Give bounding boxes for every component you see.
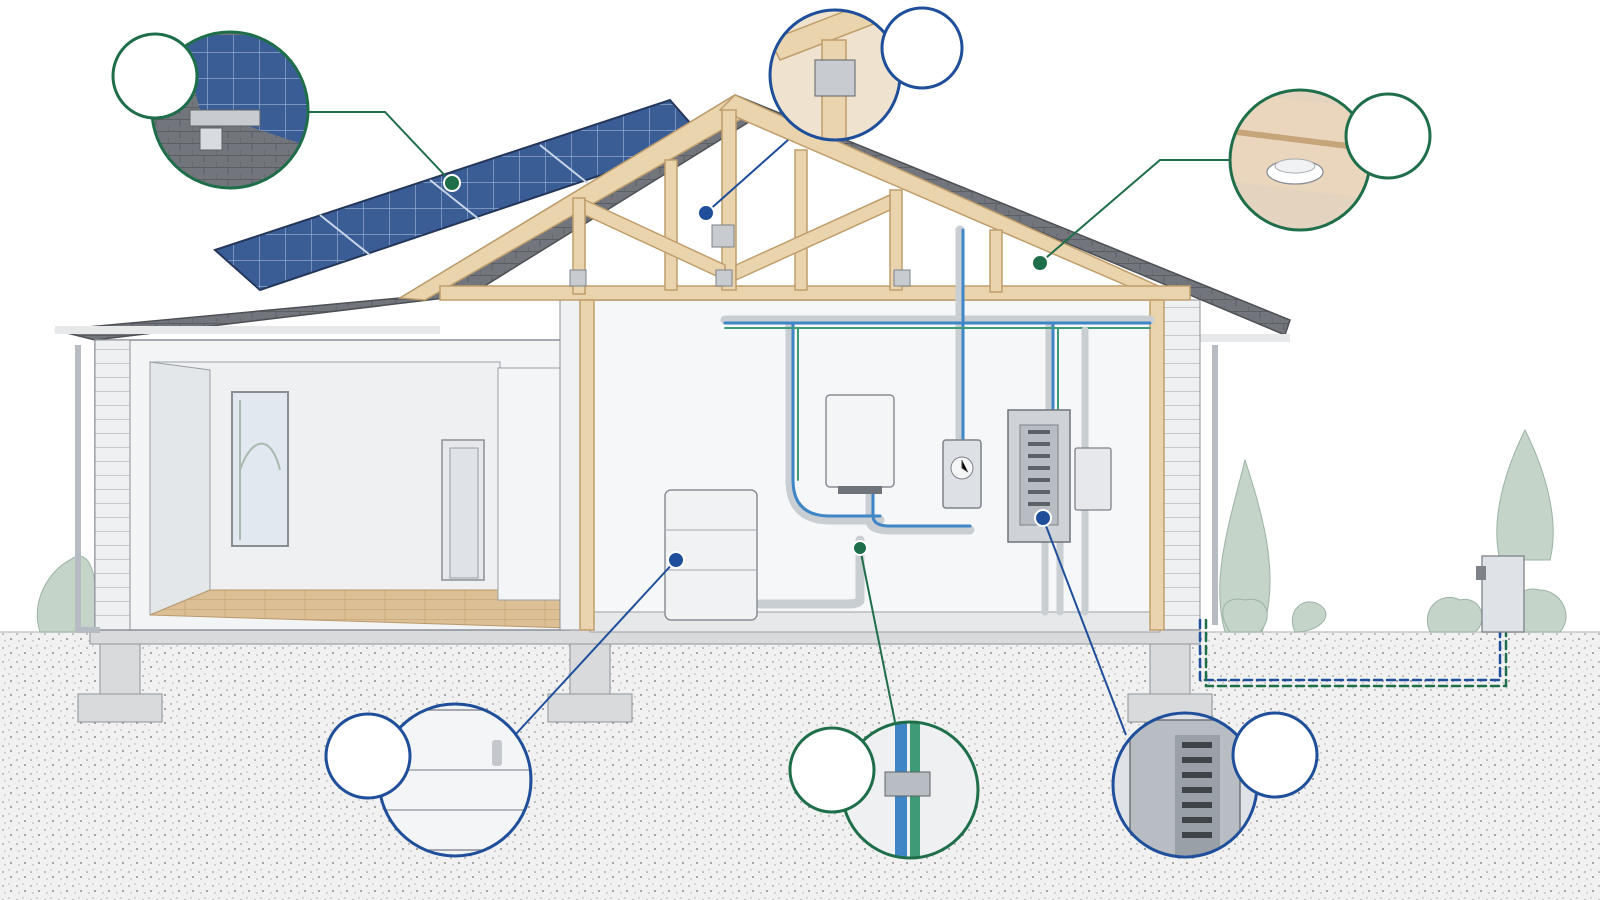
- callout-badge-panel: [1231, 711, 1319, 799]
- battery-storage: [664, 489, 758, 621]
- callout-smoke-detector-detail: [1228, 88, 1432, 232]
- callout-conduit-strap-detail: [788, 720, 980, 860]
- attic-trusses: [397, 94, 1191, 631]
- callout-badge-smoke: [1344, 92, 1432, 180]
- anchor-conduit: [852, 540, 868, 556]
- shrubs: [36, 428, 1567, 633]
- callout-leaders: [307, 111, 1231, 736]
- callout-anchors: [443, 174, 1052, 569]
- inverter: [825, 394, 895, 494]
- callout-badge-conduit: [788, 726, 876, 814]
- truss-gusset-plates: [569, 224, 911, 287]
- anchor-battery: [667, 551, 685, 569]
- callout-truss-connector-detail: [768, 6, 964, 142]
- electric-meter: [942, 439, 982, 509]
- solar-array: [213, 98, 707, 292]
- callout-badge-battery: [324, 712, 412, 800]
- anchor-truss: [697, 204, 715, 222]
- callout-breaker-panel-detail: [1111, 711, 1319, 859]
- breaker-panel: [1007, 409, 1071, 543]
- exterior-disconnect: [1476, 555, 1525, 633]
- callout-solar-mount-detail: [111, 30, 310, 190]
- sub-panel: [1074, 447, 1112, 511]
- anchor-solar: [443, 174, 461, 192]
- left-room: [94, 339, 571, 631]
- anchor-attic: [1031, 254, 1049, 272]
- callout-badge-truss: [880, 6, 964, 90]
- downspouts: [75, 345, 1218, 633]
- callout-battery-detail: [324, 702, 533, 858]
- anchor-panel: [1034, 509, 1052, 527]
- callout-badge-solar: [111, 32, 199, 120]
